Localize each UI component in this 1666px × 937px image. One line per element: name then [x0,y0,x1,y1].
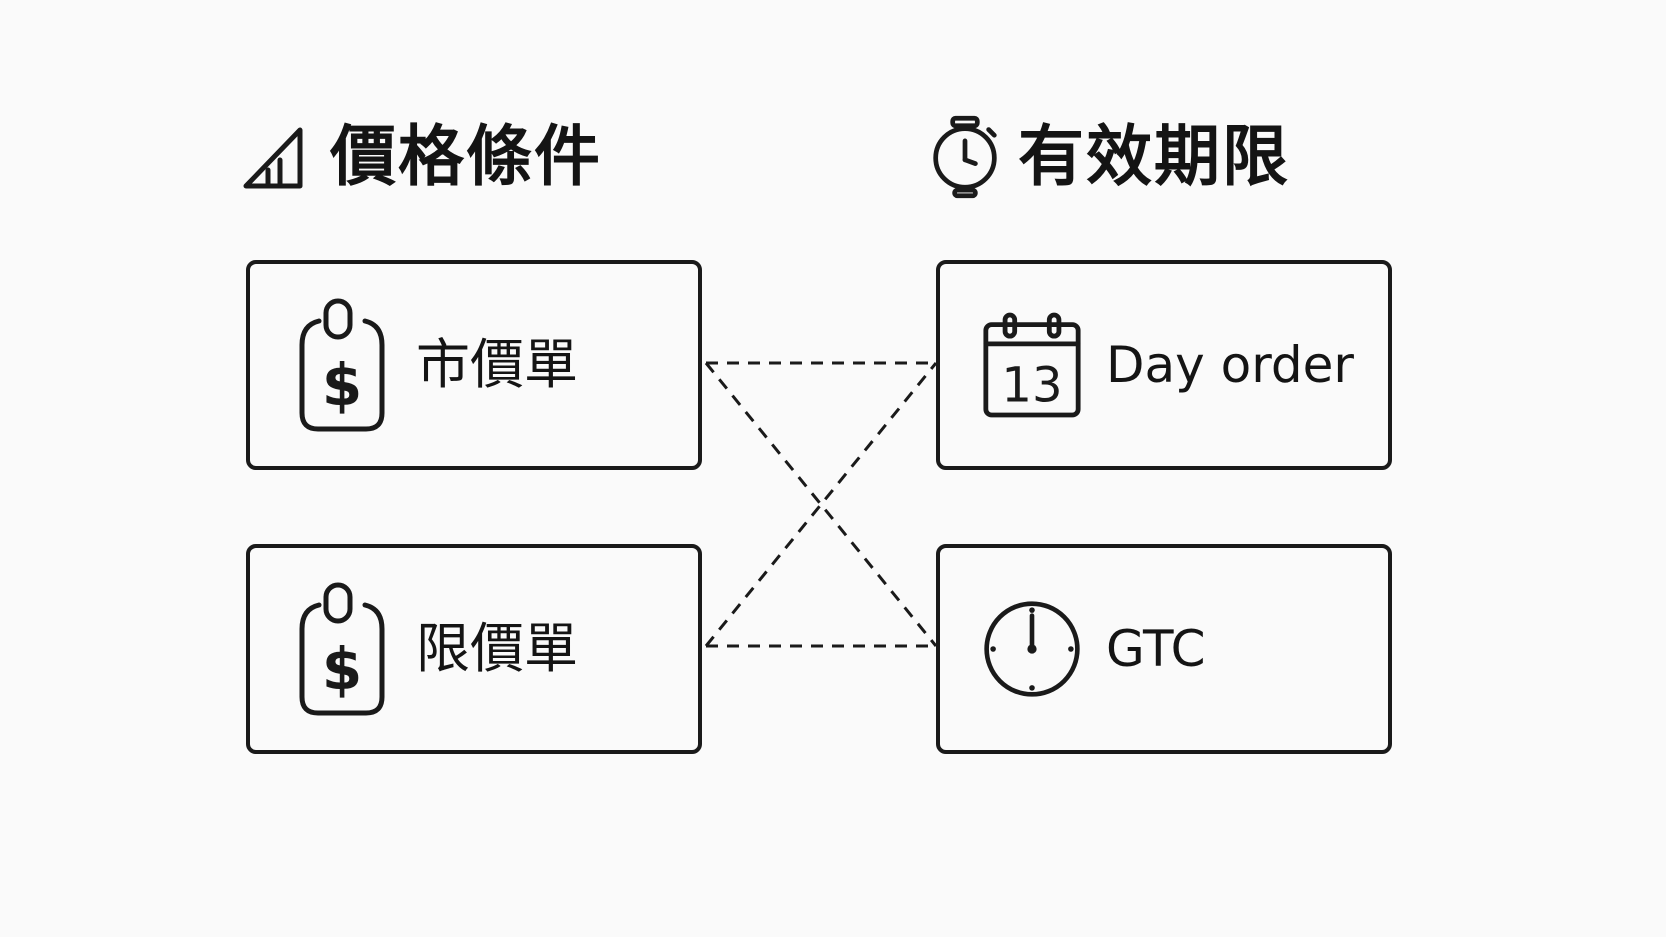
connector-market-gtc [704,362,938,647]
gtc-order-card[interactable]: GTC [936,544,1392,754]
day-order-card[interactable]: 13 Day order [936,260,1392,470]
calendar-day-number: 13 [1001,358,1062,414]
market-order-label: 市價單 [416,333,578,396]
price-tag-dollar-icon: $ [292,579,392,719]
limit-order-label: 限價單 [416,617,578,680]
stopwatch-icon [930,115,1000,199]
price-condition-header: 價格條件 [242,112,602,202]
price-tag-dollar-icon: $ [292,295,392,435]
limit-order-card[interactable]: $ 限價單 [246,544,702,754]
validity-period-header: 有效期限 [930,112,1290,202]
validity-period-title: 有效期限 [1018,118,1290,195]
market-order-card[interactable]: $ 市價單 [246,260,702,470]
day-order-label: Day order [1106,336,1354,394]
connector-limit-day [704,362,938,647]
svg-text:$: $ [322,351,362,419]
bar-chart-icon [242,117,312,197]
gtc-order-label: GTC [1106,620,1206,678]
svg-text:$: $ [322,635,362,703]
price-condition-title: 價格條件 [330,118,602,195]
clock-icon [982,579,1082,719]
calendar-icon: 13 [982,295,1082,435]
